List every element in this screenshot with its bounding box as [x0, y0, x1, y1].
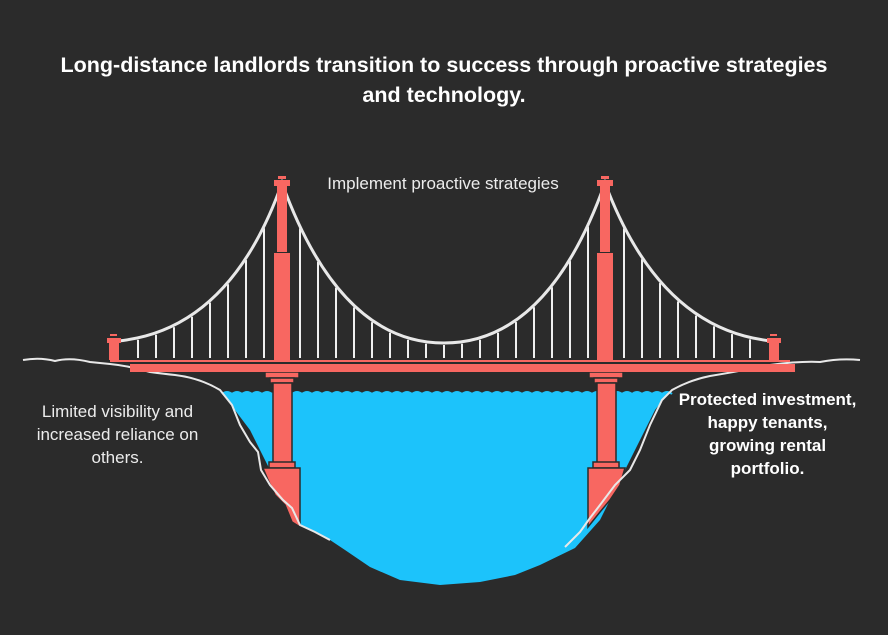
- suspender-cables: [137, 226, 751, 358]
- water: [222, 393, 668, 585]
- diagram-title: Long-distance landlords transition to su…: [60, 53, 828, 107]
- bridge-deck-line: [110, 360, 790, 362]
- end-state-label: Protected investment, happy tenants, gro…: [678, 390, 857, 478]
- left-anchor-post: [107, 334, 121, 360]
- bridge-label: Implement proactive strategies: [327, 174, 559, 193]
- right-anchor-post: [767, 334, 781, 360]
- bridge-deck: [130, 364, 795, 372]
- start-state-label: Limited visibility and increased relianc…: [36, 402, 199, 467]
- right-tower: [597, 176, 613, 360]
- main-cable: [117, 178, 773, 345]
- left-tower: [274, 176, 290, 360]
